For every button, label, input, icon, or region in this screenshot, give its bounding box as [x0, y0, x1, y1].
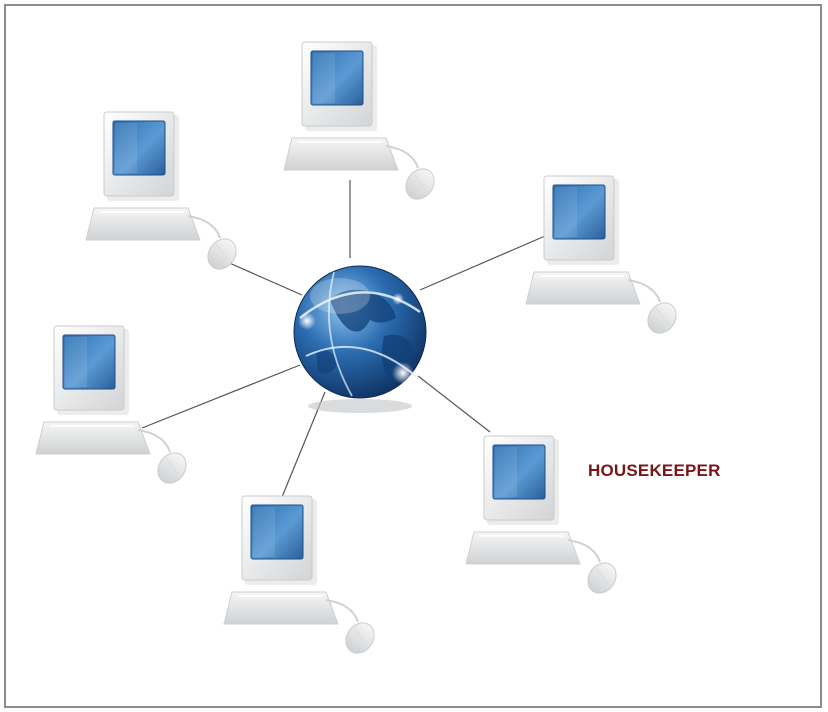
housekeeper-label: HOUSEKEEPER — [588, 461, 721, 480]
globe-icon — [293, 265, 427, 413]
computer-icon — [85, 111, 243, 276]
computer-icon — [283, 41, 441, 206]
connector-line — [217, 257, 303, 296]
computer-icon — [223, 495, 381, 660]
connector-line — [417, 375, 491, 433]
computer-icon — [525, 175, 683, 340]
computer-icon — [35, 325, 193, 490]
connector-line — [419, 232, 553, 291]
connector-line — [141, 364, 301, 429]
